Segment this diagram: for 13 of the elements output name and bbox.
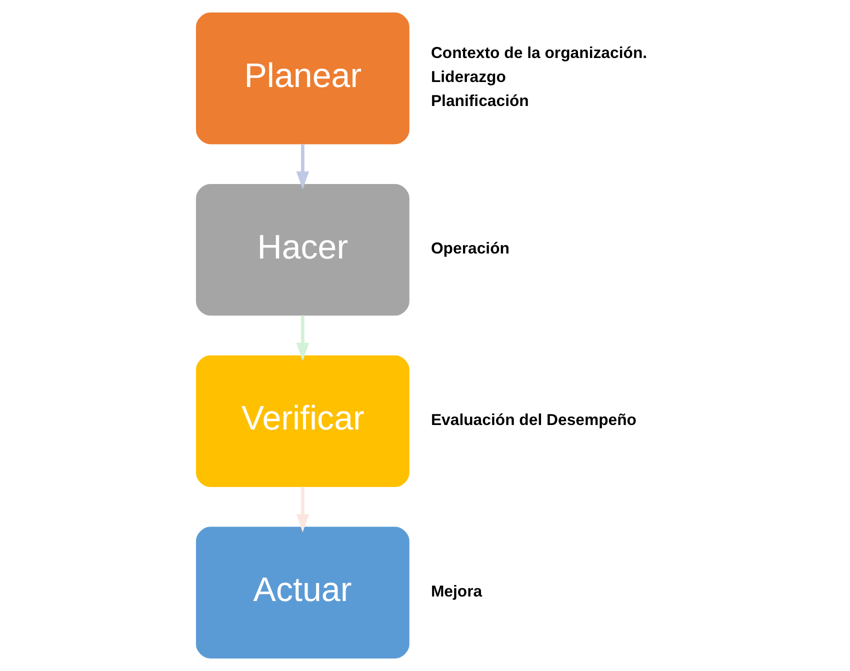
node-label: Mejora — [430, 583, 482, 600]
node-label: Operación — [430, 240, 510, 258]
node-label: Planificación — [430, 92, 529, 110]
node-label: Evaluación del Desempeño — [430, 412, 637, 429]
node-box: Actuar — [196, 526, 410, 658]
node-box: Hacer — [196, 184, 410, 316]
arrow — [296, 315, 310, 361]
node-box: Planear — [196, 12, 410, 144]
node-label: Contexto de la organización. — [430, 45, 648, 62]
arrow — [296, 144, 310, 190]
node-box: Verificar — [196, 355, 410, 488]
arrow — [296, 486, 310, 532]
node-label: Liderazgo — [430, 69, 506, 86]
